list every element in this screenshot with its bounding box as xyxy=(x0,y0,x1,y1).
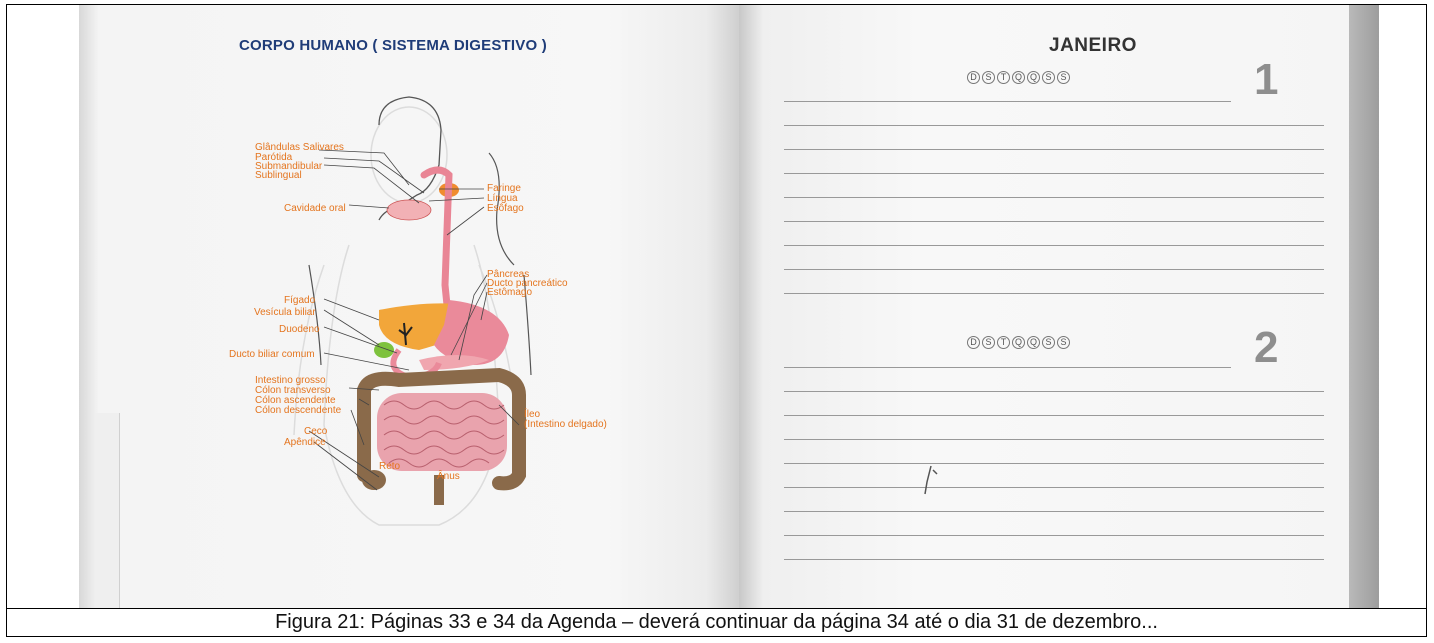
figure-caption: Figura 21: Páginas 33 e 34 da Agenda – d… xyxy=(7,609,1426,636)
writing-line xyxy=(784,197,1324,198)
label-figado: Fígado xyxy=(284,295,315,306)
writing-line xyxy=(784,173,1324,174)
label-cavidade-oral: Cavidade oral xyxy=(284,203,346,214)
open-agenda: CORPO HUMANO ( SISTEMA DIGESTIVO ) xyxy=(79,5,1379,608)
weekday-circle: Q xyxy=(1027,71,1040,84)
label-reto: Reto xyxy=(379,461,400,472)
page-edge-tab xyxy=(1349,5,1379,608)
page-33: CORPO HUMANO ( SISTEMA DIGESTIVO ) xyxy=(79,5,739,608)
label-anus: Ânus xyxy=(437,471,460,482)
writing-line xyxy=(784,245,1324,246)
label-sublingual: Sublingual xyxy=(255,170,302,181)
label-colon-descendente: Cólon descendente xyxy=(255,405,341,416)
weekday-circle: T xyxy=(997,336,1010,349)
weekday-circles-1: D S T Q Q S S xyxy=(967,71,1070,84)
weekday-circles-2: D S T Q Q S S xyxy=(967,336,1070,349)
weekday-circle: S xyxy=(982,71,995,84)
figure-frame: CORPO HUMANO ( SISTEMA DIGESTIVO ) xyxy=(6,4,1427,637)
pencil-mark xyxy=(919,460,959,500)
label-duodeno: Duodeno xyxy=(279,324,320,335)
weekday-circle: S xyxy=(982,336,995,349)
writing-line xyxy=(784,101,1231,102)
writing-line xyxy=(784,559,1324,560)
label-intestino-delgado: (Intestino delgado) xyxy=(524,419,607,430)
writing-line xyxy=(784,511,1324,512)
label-ceco: Ceco xyxy=(304,426,327,437)
digestive-system-diagram xyxy=(79,5,739,608)
writing-line xyxy=(784,535,1324,536)
writing-line xyxy=(784,269,1324,270)
weekday-circle: Q xyxy=(1012,71,1025,84)
writing-line xyxy=(784,487,1324,488)
label-esofago: Esôfago xyxy=(487,203,524,214)
writing-line xyxy=(784,391,1324,392)
writing-line xyxy=(784,463,1324,464)
day-number-2: 2 xyxy=(1254,323,1278,373)
weekday-circle: S xyxy=(1042,71,1055,84)
writing-line xyxy=(784,125,1324,126)
weekday-circle: S xyxy=(1042,336,1055,349)
label-apendice: Apêndice xyxy=(284,437,326,448)
weekday-circle: D xyxy=(967,336,980,349)
month-title: JANEIRO xyxy=(1049,35,1137,57)
weekday-circle: T xyxy=(997,71,1010,84)
writing-line xyxy=(784,415,1324,416)
agenda-photo: CORPO HUMANO ( SISTEMA DIGESTIVO ) xyxy=(7,5,1426,609)
weekday-circle: S xyxy=(1057,336,1070,349)
page-34: JANEIRO D S T Q Q S S 1 xyxy=(739,5,1349,608)
label-estomago: Estômago xyxy=(487,287,532,298)
writing-line xyxy=(784,293,1324,294)
writing-line xyxy=(784,221,1324,222)
weekday-circle: Q xyxy=(1012,336,1025,349)
label-ducto-biliar-comum: Ducto biliar comum xyxy=(229,349,315,360)
weekday-circle: D xyxy=(967,71,980,84)
writing-line xyxy=(784,149,1324,150)
label-vesicula-biliar: Vesícula biliar xyxy=(254,307,316,318)
weekday-circle: Q xyxy=(1027,336,1040,349)
weekday-circle: S xyxy=(1057,71,1070,84)
writing-line xyxy=(784,367,1231,368)
photo-margin xyxy=(7,5,79,608)
writing-line xyxy=(784,439,1324,440)
day-number-1: 1 xyxy=(1254,55,1278,105)
